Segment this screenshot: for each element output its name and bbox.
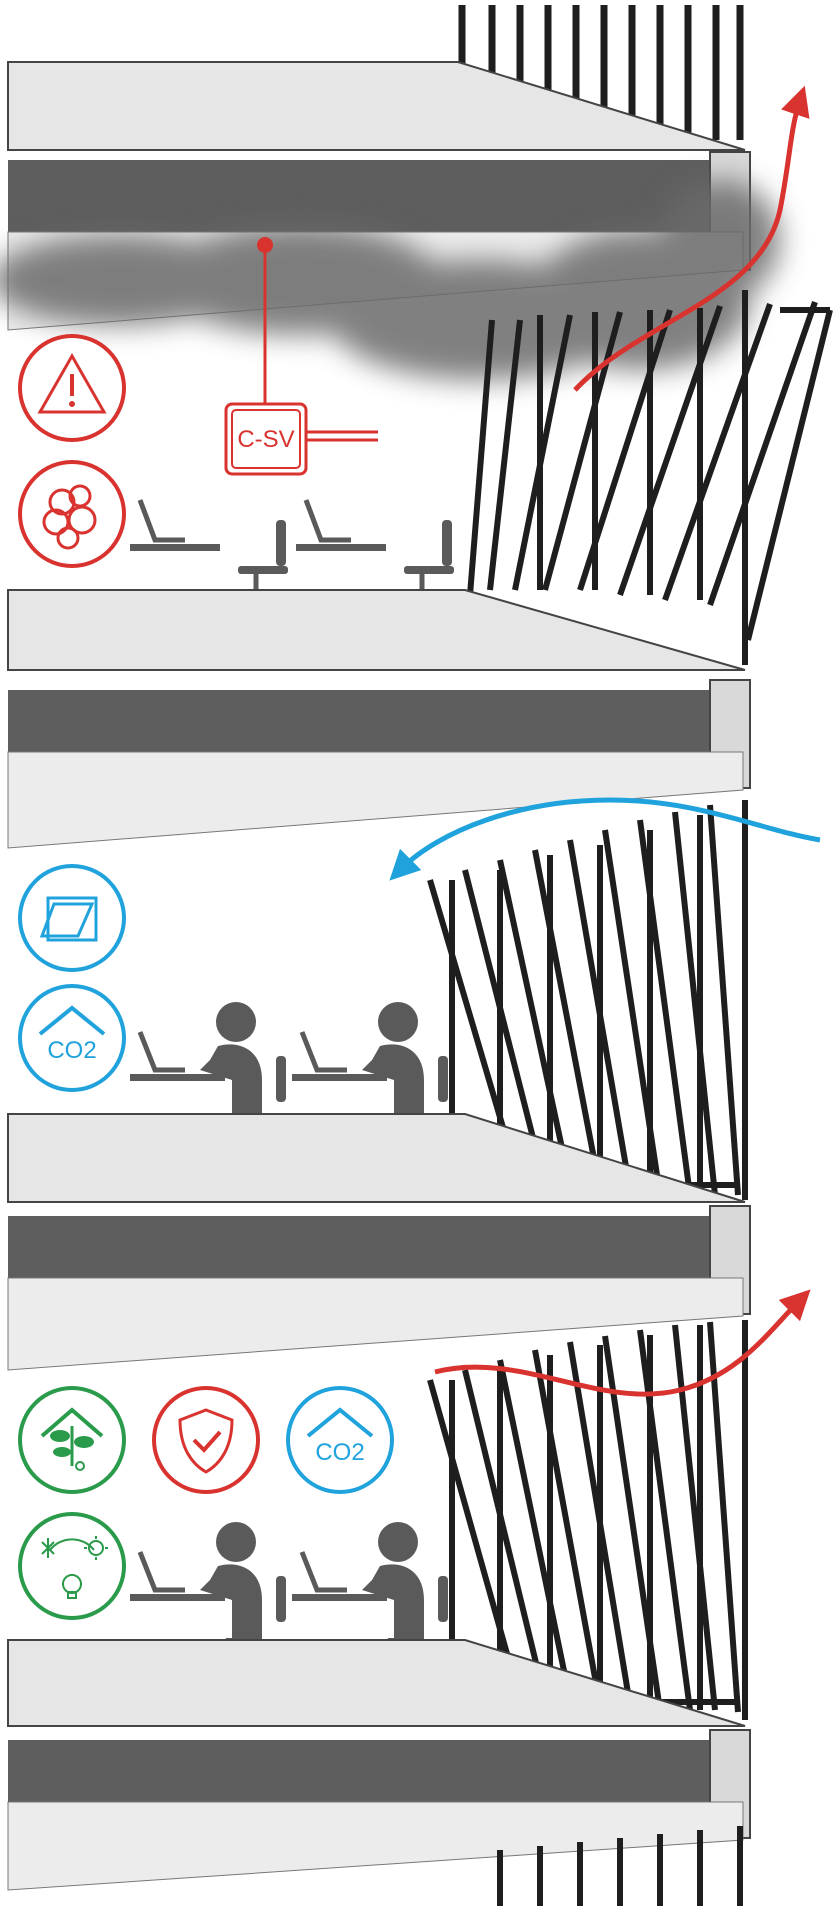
co2-house-icon: CO2: [20, 986, 124, 1090]
slab-2: [8, 590, 750, 848]
climate-light-icon: [20, 1514, 124, 1618]
slab-4: [8, 1640, 750, 1890]
shield-check-icon: [154, 1388, 258, 1492]
eco-plant-house-icon: [20, 1388, 124, 1492]
smoke-cloud-icon: [20, 462, 124, 566]
controller-label: C-SV: [237, 426, 294, 453]
co2-label: CO2: [315, 1439, 364, 1466]
co2-house-icon: CO2: [288, 1388, 392, 1492]
warning-triangle-icon: [20, 336, 124, 440]
co2-label: CO2: [47, 1037, 96, 1064]
open-window-icon: [20, 866, 124, 970]
